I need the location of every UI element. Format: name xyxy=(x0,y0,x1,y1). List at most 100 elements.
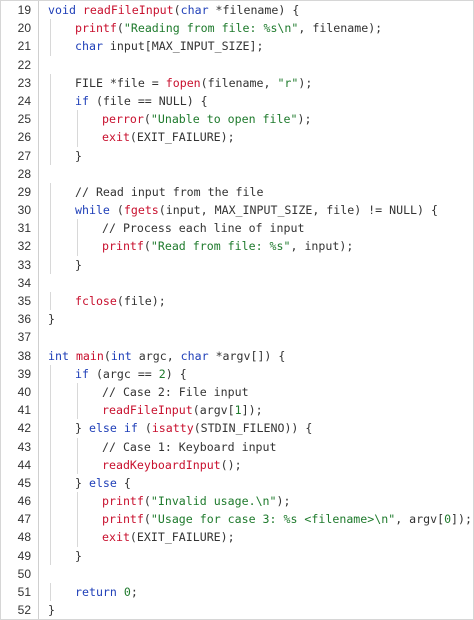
function-token: fopen xyxy=(165,75,201,90)
indent-guide xyxy=(77,437,78,456)
code-text: printf("Invalid usage.\n"); xyxy=(102,492,290,510)
code-token: } xyxy=(75,548,82,563)
code-text: // Case 2: File input xyxy=(102,383,249,401)
indent-guide xyxy=(77,528,78,547)
keyword-token: if xyxy=(75,366,89,381)
code-token: FILE *file = xyxy=(75,75,166,90)
code-text: } xyxy=(48,310,55,328)
code-text: } else if (isatty(STDIN_FILENO)) { xyxy=(75,419,312,437)
indent-guide xyxy=(50,182,51,202)
code-token: (argc == xyxy=(88,366,159,381)
code-line[interactable]: 40// Case 2: File input xyxy=(1,382,473,402)
code-token: argc, xyxy=(131,348,181,363)
code-line[interactable]: 34 xyxy=(1,274,473,292)
function-token: readFileInput xyxy=(102,403,193,418)
code-token: , input); xyxy=(290,239,354,254)
code-line[interactable]: 28 xyxy=(1,165,473,183)
indent-guide xyxy=(50,110,51,129)
code-line[interactable]: 31// Process each line of input xyxy=(1,219,473,238)
line-number: 23 xyxy=(17,75,31,90)
code-token: } xyxy=(75,421,89,436)
code-line[interactable]: 27} xyxy=(1,146,473,165)
indent-guide xyxy=(77,382,78,402)
code-text: exit(EXIT_FAILURE); xyxy=(102,128,235,146)
keyword-token: void xyxy=(48,3,76,17)
code-token: ; xyxy=(130,585,138,599)
code-token: ( xyxy=(116,21,124,36)
code-text: return 0; xyxy=(75,583,138,601)
code-token: (filename, xyxy=(200,75,278,90)
code-line[interactable]: 50 xyxy=(1,565,473,583)
function-token: fgets xyxy=(123,203,159,218)
code-token: ]); xyxy=(241,403,263,418)
line-number: 26 xyxy=(17,130,31,145)
code-line[interactable]: 36} xyxy=(1,310,473,328)
line-number: 38 xyxy=(17,348,31,363)
line-number: 20 xyxy=(17,21,31,36)
line-number: 45 xyxy=(17,475,31,490)
line-number: 33 xyxy=(17,257,31,272)
line-number: 50 xyxy=(17,566,31,581)
code-text: char input[MAX_INPUT_SIZE]; xyxy=(75,37,263,55)
code-line[interactable]: 37 xyxy=(1,328,473,346)
code-line[interactable]: 33} xyxy=(1,255,473,274)
code-text: fclose(file); xyxy=(75,292,166,310)
code-token xyxy=(117,585,124,599)
keyword-token: else if xyxy=(88,421,138,436)
function-token: printf xyxy=(75,21,117,36)
indent-guide xyxy=(50,73,51,92)
function-token: exit xyxy=(102,530,130,545)
code-token: ( xyxy=(143,112,151,127)
code-token: ( xyxy=(137,421,152,436)
function-token: perror xyxy=(102,112,144,127)
line-number: 42 xyxy=(17,421,31,436)
code-token: (STDIN_FILENO)) { xyxy=(193,421,313,436)
code-line[interactable]: 43// Case 1: Keyboard input xyxy=(1,437,473,456)
comment-token: // Process each line of input xyxy=(102,221,305,236)
code-text: if (file == NULL) { xyxy=(75,92,208,110)
code-text: void readFileInput(char *filename) { xyxy=(48,1,299,19)
code-line[interactable]: 29// Read input from the file xyxy=(1,182,473,202)
code-line[interactable]: 42 } else if (isatty(STDIN_FILENO)) { xyxy=(1,419,473,438)
line-number: 47 xyxy=(17,512,31,527)
code-text: // Process each line of input xyxy=(102,219,304,237)
code-line[interactable]: 26 exit(EXIT_FAILURE); xyxy=(1,128,473,147)
indent-guide xyxy=(77,492,78,511)
code-text: printf("Read from file: %s", input); xyxy=(102,237,353,255)
code-line[interactable]: 49} xyxy=(1,546,473,565)
code-text: } else { xyxy=(75,474,131,492)
code-line[interactable]: 23 FILE *file = fopen(filename, "r"); xyxy=(1,73,473,92)
function-token: readFileInput xyxy=(82,3,174,17)
indent-guide xyxy=(77,455,78,474)
code-token: ]); xyxy=(451,512,472,527)
comment-token: // Read input from the file xyxy=(75,184,264,199)
code-text: } xyxy=(75,256,82,274)
code-line[interactable]: 52} xyxy=(1,601,473,619)
line-number: 30 xyxy=(17,203,31,218)
code-text: // Read input from the file xyxy=(75,183,263,201)
code-token: } xyxy=(48,312,55,327)
code-line[interactable]: 22 xyxy=(1,56,473,74)
code-text: FILE *file = fopen(filename, "r"); xyxy=(75,74,312,92)
string-token: "Unable to open file" xyxy=(150,112,298,127)
code-line[interactable]: 45 } else { xyxy=(1,473,473,493)
string-token: "Read from file: %s" xyxy=(150,239,291,254)
